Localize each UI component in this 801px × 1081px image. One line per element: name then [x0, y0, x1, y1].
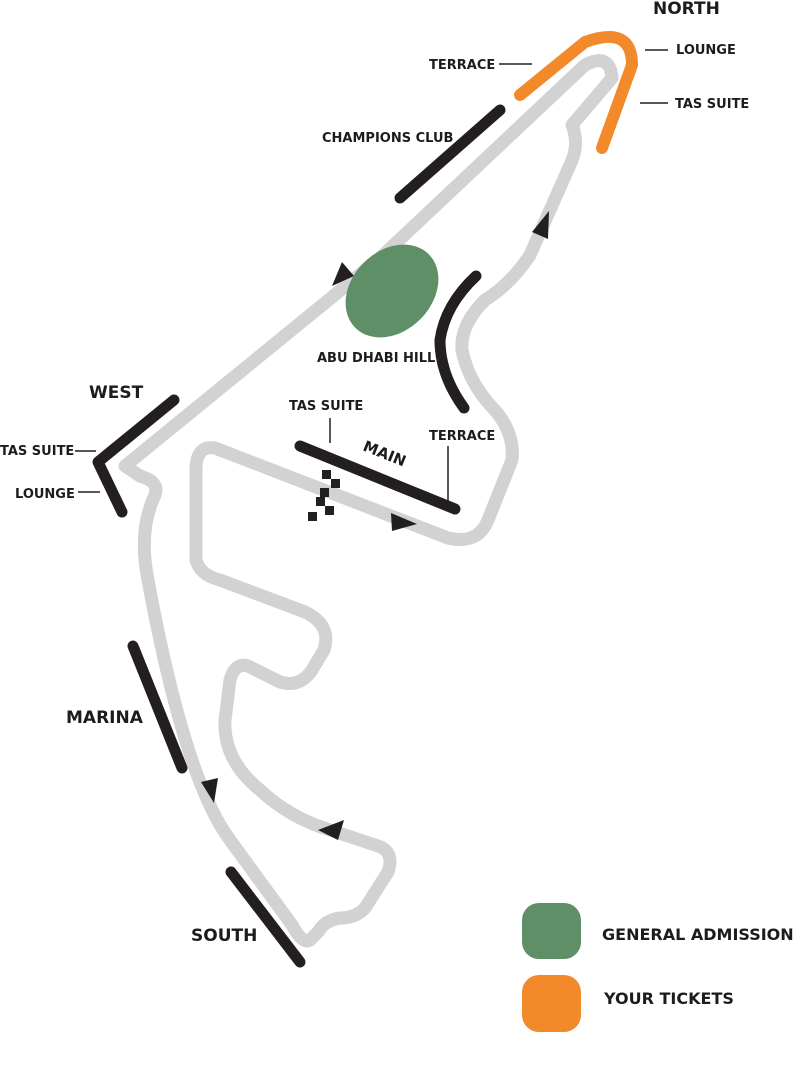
- west-label: WEST: [89, 383, 144, 403]
- champions-club-label: CHAMPIONS CLUB: [322, 131, 453, 146]
- west-tas-suite-label: TAS SUITE: [0, 444, 74, 459]
- direction-arrow: [332, 262, 354, 286]
- direction-arrow: [532, 211, 549, 239]
- south-label: SOUTH: [191, 926, 257, 946]
- your-tickets-legend-label: YOUR TICKETS: [603, 989, 734, 1008]
- west-lounge-label: LOUNGE: [15, 487, 75, 502]
- marina-label: MARINA: [66, 708, 144, 728]
- direction-arrow: [201, 778, 218, 803]
- direction-arrow: [318, 820, 344, 840]
- abu-dhabi-hill-area[interactable]: [327, 226, 457, 356]
- main-stand[interactable]: [294, 440, 461, 515]
- north-label: NORTH: [653, 0, 720, 19]
- general-admission-legend-label: GENERAL ADMISSION: [602, 925, 794, 944]
- general-admission-swatch: [522, 903, 581, 959]
- west-stand[interactable]: [92, 394, 180, 518]
- direction-arrow: [391, 513, 417, 531]
- legend: GENERAL ADMISSION YOUR TICKETS: [522, 903, 794, 1032]
- north-stand[interactable]: [514, 31, 638, 154]
- your-tickets-swatch: [522, 975, 581, 1032]
- abu-dhabi-hill-stand[interactable]: [434, 270, 482, 414]
- start-finish-line: [308, 470, 340, 521]
- main-terrace-label: TERRACE: [429, 429, 495, 444]
- north-terrace-label: TERRACE: [429, 58, 495, 73]
- north-tas-suite-label: TAS SUITE: [675, 97, 749, 112]
- race-track: [118, 54, 619, 948]
- main-tas-suite-label: TAS SUITE: [289, 399, 363, 414]
- marina-stand[interactable]: [127, 640, 188, 774]
- champions-club-stand[interactable]: [394, 104, 506, 204]
- south-stand[interactable]: [225, 866, 306, 968]
- north-lounge-label: LOUNGE: [676, 43, 736, 58]
- abu-dhabi-hill-label: ABU DHABI HILL: [317, 351, 435, 366]
- main-label: MAIN: [361, 437, 409, 470]
